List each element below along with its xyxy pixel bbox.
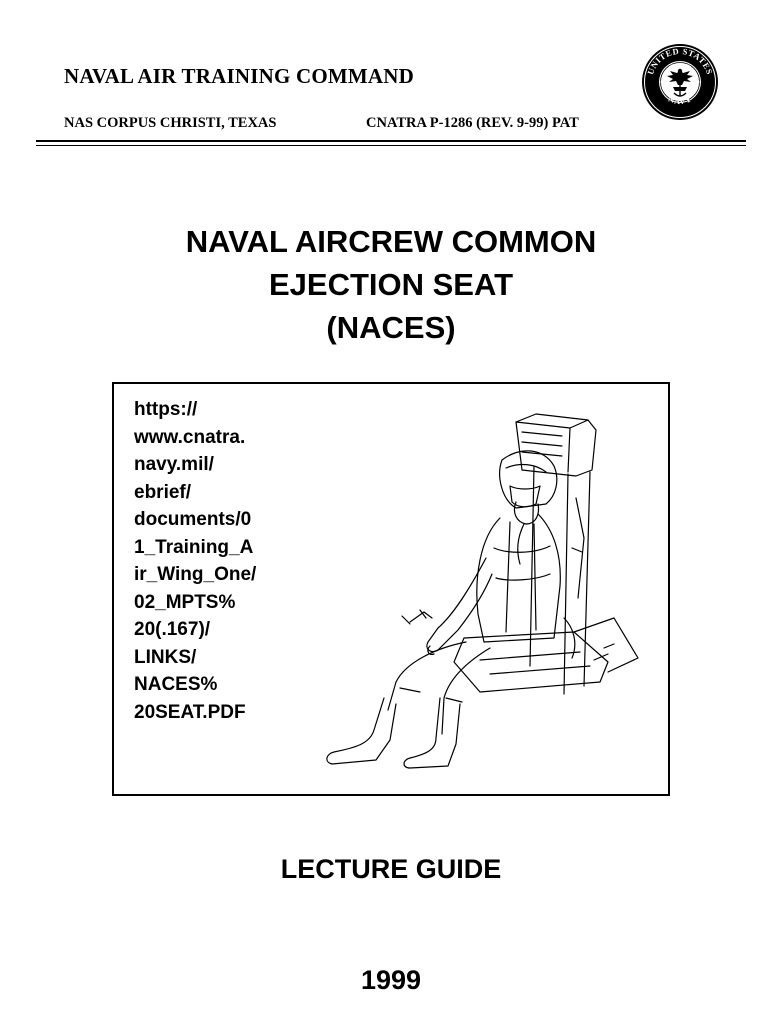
us-navy-seal-icon: UNITED STATES NAVY [640, 42, 720, 122]
illustration-frame: https:// www.cnatra. navy.mil/ ebrief/ d… [112, 382, 670, 796]
header-rule-thin [36, 145, 746, 146]
url-line: 02_MPTS% [134, 591, 236, 613]
url-line: documents/0 [134, 509, 252, 530]
header-document-number: CNATRA P-1286 (REV. 9-99) PAT [366, 115, 579, 131]
document-title: NAVAL AIRCREW COMMON EJECTION SEAT (NACE… [0, 220, 768, 349]
url-line: ebrief/ [134, 481, 192, 503]
document-url: https:// www.cnatra. navy.mil/ ebrief/ d… [134, 396, 256, 726]
header-rule-thick [36, 140, 746, 142]
url-line: https:// [134, 399, 198, 420]
url-line: 20SEAT.PDF [134, 701, 246, 723]
header-location: NAS CORPUS CHRISTI, TEXAS [64, 115, 277, 131]
url-line: 1_Training_A [134, 536, 254, 558]
title-line-3: (NACES) [326, 310, 456, 345]
url-line: ir_Wing_One/ [134, 564, 257, 585]
header-organization: NAVAL AIR TRAINING COMMAND [64, 64, 414, 88]
publication-year: 1999 [360, 965, 422, 995]
lecture-guide-label: LECTURE GUIDE [280, 854, 502, 884]
ejection-seat-illustration [326, 413, 639, 769]
url-line: LINKS/ [134, 646, 197, 668]
url-line: NACES% [134, 674, 218, 695]
url-line: navy.mil/ [134, 454, 214, 475]
title-line-2: EJECTION SEAT [268, 267, 514, 302]
url-line: www.cnatra. [134, 426, 246, 448]
url-line: 20(.167)/ [134, 619, 211, 640]
title-line-1: NAVAL AIRCREW COMMON [185, 224, 597, 259]
svg-text:NAVY: NAVY [667, 93, 693, 106]
